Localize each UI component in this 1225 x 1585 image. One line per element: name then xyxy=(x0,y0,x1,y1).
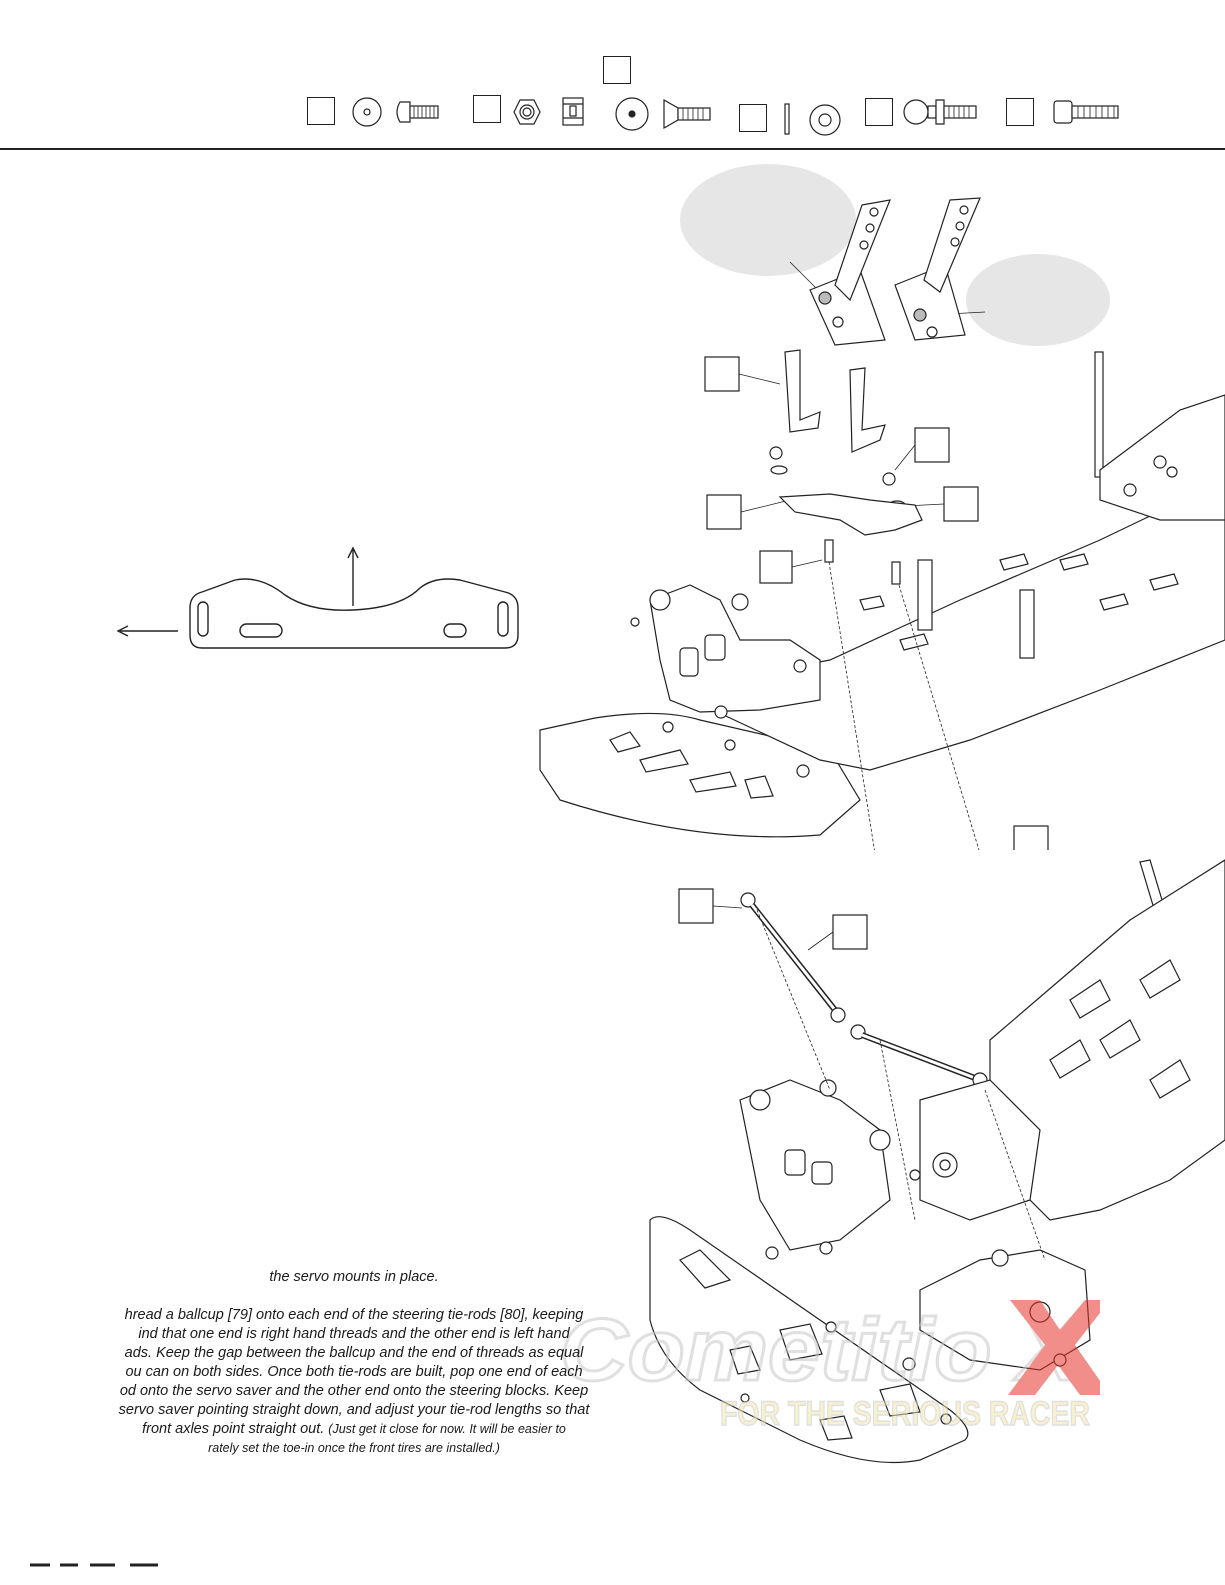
hardware-id-box xyxy=(1006,98,1034,126)
cap-screw-icon xyxy=(1053,100,1119,124)
locknut-icon xyxy=(513,97,584,126)
servo-mount-exploded-view xyxy=(539,164,1225,850)
servo-saver-plate-outline xyxy=(116,546,519,649)
steering-tie-rod-assembly xyxy=(649,859,1225,1464)
header-rule xyxy=(0,148,1225,150)
instruction-line: servo saver pointing straight down, and … xyxy=(118,1402,590,1418)
servo-mount-enlarged xyxy=(809,199,891,346)
hardware-id-box xyxy=(603,56,631,84)
instruction-line: ou can on both sides. Once both tie-rods… xyxy=(125,1364,583,1380)
flat-head-screw-with-washer-icon xyxy=(615,97,711,131)
ball-stud-icon xyxy=(903,99,977,125)
instruction-line: od onto the servo saver and the other en… xyxy=(119,1383,589,1399)
instruction-line: front axles point straight out. (Just ge… xyxy=(84,1420,624,1439)
instruction-text: front axles point straight out. xyxy=(142,1421,325,1437)
servo-mount-enlarged xyxy=(894,197,981,341)
hardware-id-box xyxy=(473,95,501,123)
shim-and-washer-icon xyxy=(784,103,841,136)
assembly-instructions: the servo mounts in place. hread a ballc… xyxy=(84,1268,624,1458)
instruction-line: ind that one end is right hand threads a… xyxy=(138,1326,570,1342)
callout-bubble xyxy=(966,254,1110,346)
instruction-line: hread a ballcup [79] onto each end of th… xyxy=(124,1307,584,1323)
instruction-note: (Just get it close for now. It will be e… xyxy=(328,1422,566,1436)
hardware-strip xyxy=(352,97,1119,136)
instruction-line: the servo mounts in place. xyxy=(269,1269,439,1285)
hardware-id-box xyxy=(865,98,893,126)
callout-bubble xyxy=(680,164,856,276)
hardware-id-box xyxy=(739,104,767,132)
instruction-line: ads. Keep the gap between the ballcup an… xyxy=(124,1345,584,1361)
page-footer-marks xyxy=(30,1563,158,1567)
hardware-id-box xyxy=(307,97,335,125)
button-head-screw-with-washer-icon xyxy=(352,97,439,127)
instruction-note: rately set the toe-in once the front tir… xyxy=(208,1441,500,1455)
